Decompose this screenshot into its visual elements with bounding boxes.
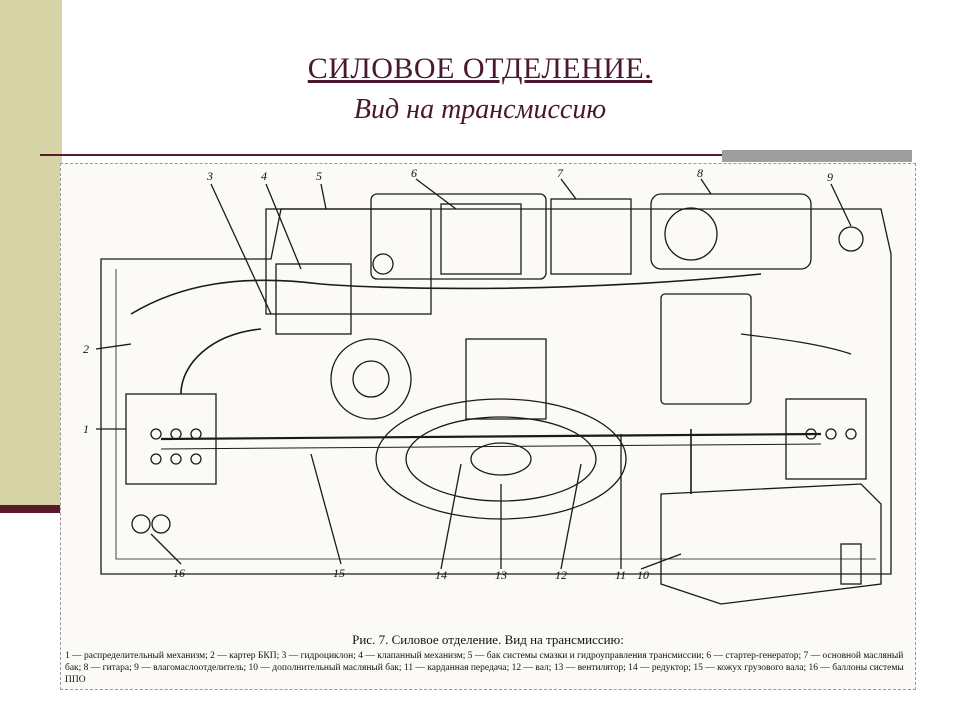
callout-9: 9	[827, 170, 833, 184]
callout-16: 16	[173, 566, 185, 580]
lubrication-tank-5	[265, 208, 432, 315]
ppo-bottle-16b	[151, 514, 171, 534]
callout-15: 15	[333, 566, 345, 580]
callout-2: 2	[83, 342, 89, 356]
title-rule	[40, 154, 912, 156]
distribution-mechanism-1	[125, 393, 217, 485]
side-decor-accent	[0, 505, 62, 513]
shaft-12	[160, 432, 822, 441]
caption-legend: 1 — распределительный механизм; 2 — карт…	[65, 651, 904, 685]
slide-title-block: СИЛОВОЕ ОТДЕЛЕНИЕ. Вид на трансмиссию	[0, 52, 960, 126]
reducer-14	[465, 338, 547, 420]
hull-outline	[100, 208, 892, 575]
moisture-separator-9	[838, 226, 864, 252]
callout-14: 14	[435, 568, 447, 582]
callout-8: 8	[697, 166, 703, 180]
hydrocyclone-3	[330, 338, 412, 420]
drawing-canvas	[95, 178, 892, 605]
side-decor-bar	[0, 0, 62, 513]
callout-4: 4	[261, 169, 267, 183]
slide-title: СИЛОВОЕ ОТДЕЛЕНИЕ.	[307, 52, 653, 85]
technical-drawing: 3 4 5 6 7 8 9 2 1 16 15 14 13 12 11 10 Р…	[60, 163, 916, 690]
title-rule-accent	[722, 150, 912, 162]
ppo-bottle-16a	[131, 514, 151, 534]
extra-oil-tank-10	[660, 483, 882, 605]
callout-10: 10	[637, 568, 649, 582]
callout-12: 12	[555, 568, 567, 582]
main-oil-tank-7	[550, 198, 632, 275]
callout-3: 3	[207, 169, 213, 183]
callout-11: 11	[615, 568, 627, 582]
callout-6: 6	[411, 166, 417, 180]
callout-13: 13	[495, 568, 507, 582]
figure-caption: Рис. 7. Силовое отделение. Вид на трансм…	[61, 632, 915, 686]
cardan-drive-11	[660, 293, 752, 405]
callout-5: 5	[316, 169, 322, 183]
callout-1: 1	[83, 422, 89, 436]
caption-title: Рис. 7. Силовое отделение. Вид на трансм…	[352, 632, 624, 647]
callout-7: 7	[557, 166, 563, 180]
valve-mechanism-4	[275, 263, 352, 335]
guitar-8	[650, 193, 812, 270]
starter-generator-6	[370, 193, 547, 280]
slide-subtitle: Вид на трансмиссию	[353, 94, 607, 125]
right-mechanism	[785, 398, 867, 480]
